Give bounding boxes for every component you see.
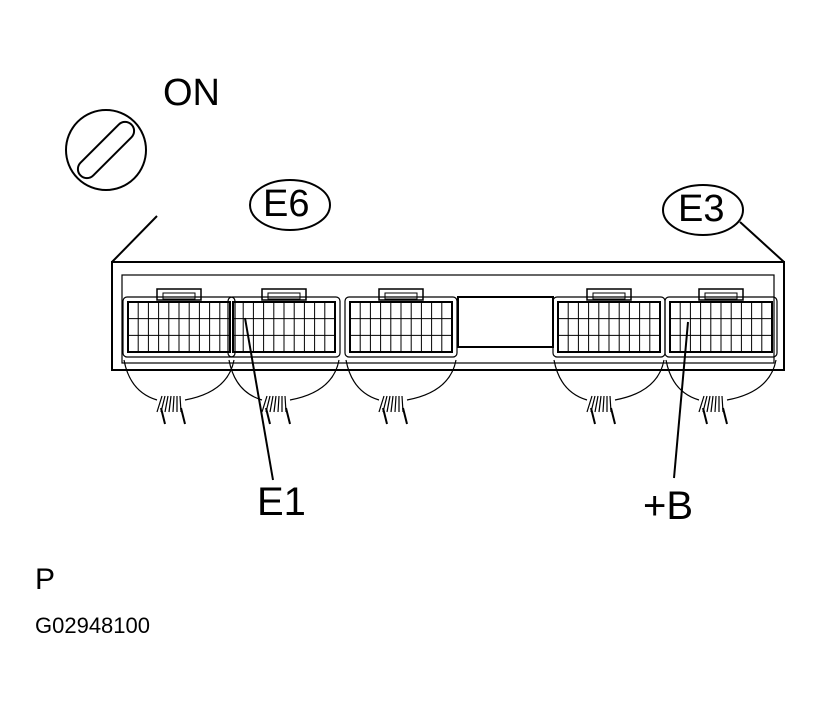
b-leader-line	[673, 321, 689, 479]
terminal-e1-label: E1	[257, 480, 306, 524]
wire-harness	[553, 359, 665, 425]
connector-plug	[552, 288, 666, 358]
wire-harness	[123, 359, 235, 425]
connector-plug	[344, 288, 458, 358]
connector-plug	[122, 288, 236, 358]
connector-plug	[664, 288, 778, 358]
figure-code-label: G02948100	[35, 613, 150, 638]
connector-e3-callout	[662, 184, 744, 236]
ignition-on-label: ON	[163, 72, 220, 114]
e1-leader-line	[244, 317, 274, 481]
connector-e6-callout	[249, 179, 331, 231]
terminal-b-label: +B	[643, 484, 694, 528]
ecu-body	[111, 215, 785, 371]
wire-harness	[345, 359, 457, 425]
connector-e6-label: E6	[263, 183, 310, 225]
connector-e3-label: E3	[678, 188, 725, 230]
shift-position-label: P	[35, 563, 56, 596]
wire-harness	[665, 359, 777, 425]
ignition-key-switch-icon	[65, 109, 147, 191]
connector-group	[122, 288, 778, 425]
connector-plug	[227, 288, 341, 358]
wire-harness	[228, 359, 340, 425]
